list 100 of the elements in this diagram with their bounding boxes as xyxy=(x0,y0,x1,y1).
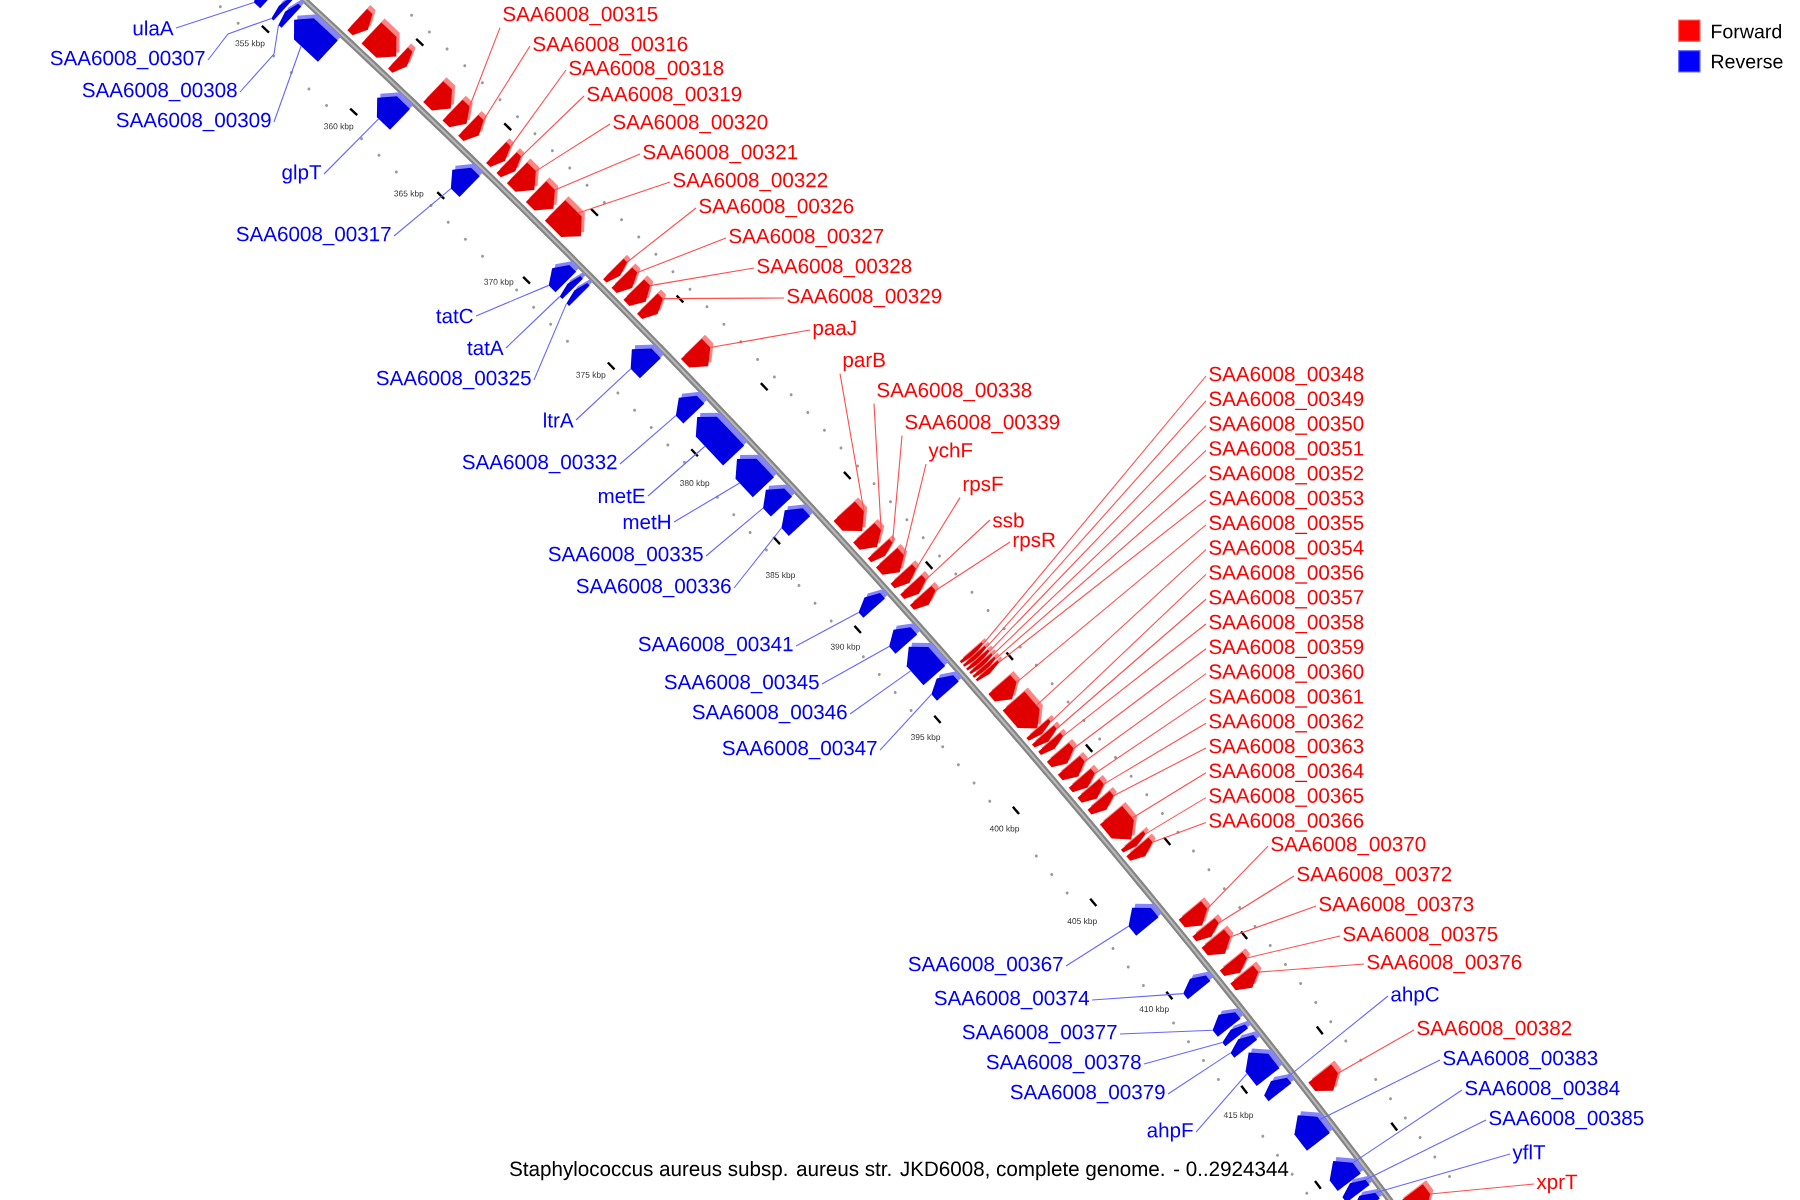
gene-label: SAA6008_00358 xyxy=(1209,614,1364,634)
gene-block xyxy=(1294,1111,1334,1151)
gene-label: SAA6008_00379 xyxy=(1010,1084,1165,1104)
gene-label: SAA6008_00384 xyxy=(1465,1080,1620,1100)
gene-block xyxy=(906,642,949,686)
gene-block xyxy=(637,289,667,319)
gene-label: SAA6008_00321 xyxy=(643,144,798,164)
leader-line xyxy=(1065,925,1130,967)
gene-label: SAA6008_00377 xyxy=(962,1024,1117,1044)
leader-line xyxy=(849,670,912,715)
gene-label: SAA6008_00346 xyxy=(692,704,847,724)
gene-label: SAA6008_00317 xyxy=(236,226,391,246)
gene-block xyxy=(1178,897,1211,928)
gene-label: tatA xyxy=(467,340,504,356)
gene-block xyxy=(423,77,456,111)
gene-block xyxy=(1126,833,1156,861)
leader-line xyxy=(1073,648,1207,750)
gene-label: paaJ xyxy=(813,320,856,340)
gene-block xyxy=(450,163,483,197)
gene-block xyxy=(875,544,908,575)
leader-line xyxy=(520,95,585,158)
leader-line xyxy=(935,541,1011,591)
gene-label: ahpC xyxy=(1391,986,1439,1006)
gene-block xyxy=(361,18,400,58)
gene-block xyxy=(833,497,868,531)
gene-block xyxy=(931,671,962,701)
gene-label: SAA6008_00364 xyxy=(1209,763,1364,783)
gene-block xyxy=(525,177,559,211)
gene-label: SAA6008_00349 xyxy=(1209,391,1364,411)
gene-block xyxy=(1002,687,1043,729)
gene-block xyxy=(253,0,268,9)
leader-line xyxy=(662,297,785,300)
gene-label: ltrA xyxy=(544,412,574,428)
leader-line xyxy=(1206,845,1269,910)
legend-label: Reverse xyxy=(1712,54,1783,69)
gene-label: ahpF xyxy=(1147,1122,1193,1142)
leader-line xyxy=(1094,697,1207,775)
gene-block xyxy=(458,110,487,141)
gene-block xyxy=(1128,903,1162,936)
leader-line xyxy=(709,329,811,349)
gene-block xyxy=(1401,1180,1434,1200)
gene-label: SAA6008_00361 xyxy=(1209,689,1364,708)
gene-label: SAA6008_00322 xyxy=(673,172,828,192)
leader-line xyxy=(483,45,531,121)
gene-label: SAA6008_00345 xyxy=(664,674,819,694)
gene-label: SAA6008_00370 xyxy=(1271,836,1426,856)
gene-label: SAA6008_00328 xyxy=(757,258,912,278)
leader-line xyxy=(903,463,927,556)
leader-line xyxy=(1352,1089,1463,1164)
gene-label: SAA6008_00319 xyxy=(587,86,742,106)
leader-line xyxy=(1119,1029,1214,1035)
gene-block xyxy=(853,518,885,550)
leader-line xyxy=(1113,747,1207,797)
gene-label: SAA6008_00376 xyxy=(1367,954,1522,974)
leader-line xyxy=(647,445,706,497)
gene-block xyxy=(294,14,341,62)
leader-line xyxy=(795,611,860,647)
leader-line xyxy=(1319,1059,1441,1121)
leader-line xyxy=(892,435,903,544)
gene-block xyxy=(611,263,641,293)
gene-label: SAA6008_00307 xyxy=(50,50,205,70)
leader-line xyxy=(1103,722,1207,785)
leader-line xyxy=(1062,623,1207,737)
leader-line xyxy=(1364,1119,1487,1181)
leader-line xyxy=(1167,1052,1232,1095)
leader-line xyxy=(475,284,550,317)
gene-block xyxy=(680,334,714,368)
leader-line xyxy=(873,403,882,531)
gene-label: yflT xyxy=(1512,1144,1546,1164)
gene-label: SAA6008_00326 xyxy=(699,198,854,218)
gene-label: SAA6008_00325 xyxy=(376,370,531,390)
gene-block xyxy=(544,196,585,238)
leader-line xyxy=(1143,1041,1223,1065)
leader-line xyxy=(175,1,255,29)
gene-label: SAA6008_00360 xyxy=(1209,664,1364,683)
gene-label: SAA6008_00374 xyxy=(934,990,1089,1010)
leader-line xyxy=(649,267,755,287)
leader-line xyxy=(1084,673,1207,762)
gene-label: SAA6008_00362 xyxy=(1209,713,1364,733)
leader-line xyxy=(239,24,280,93)
leader-line xyxy=(1016,524,1207,683)
leader-line xyxy=(393,188,452,237)
legend-label: Forward xyxy=(1712,24,1781,39)
leader-line xyxy=(273,45,302,123)
gene-label: SAA6008_00378 xyxy=(986,1054,1141,1074)
leader-line xyxy=(1035,549,1207,706)
gene-label: SAA6008_00357 xyxy=(1209,589,1364,609)
leader-line xyxy=(1152,821,1207,843)
gene-block xyxy=(1264,1073,1295,1102)
gene-label: SAA6008_00348 xyxy=(1209,366,1364,386)
leader-line xyxy=(705,507,764,557)
leader-line xyxy=(577,181,671,214)
gene-label: metE xyxy=(598,488,645,504)
gene-block xyxy=(1230,961,1262,991)
gene-block xyxy=(1308,1060,1342,1091)
gene-block xyxy=(1201,925,1234,956)
gene-label: SAA6008_00359 xyxy=(1209,639,1364,659)
gene-block xyxy=(1357,1188,1383,1200)
gene-label: ulaA xyxy=(133,20,174,36)
leader-line xyxy=(535,123,611,172)
